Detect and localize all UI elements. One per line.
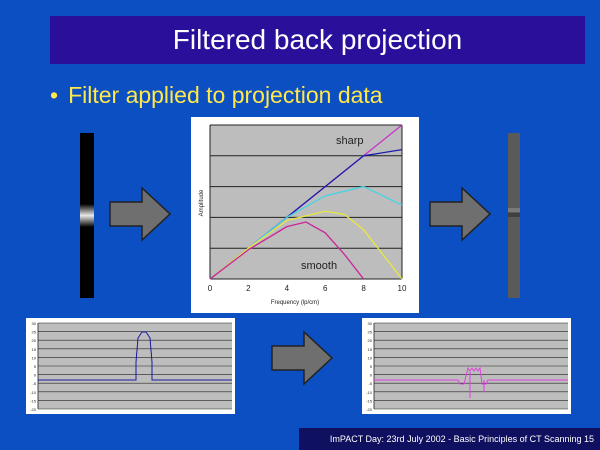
- y-axis-label: Amplitude: [199, 189, 205, 216]
- x-tick-label: 10: [398, 284, 407, 293]
- annotation-sharp: sharp: [336, 135, 364, 147]
- x-tick-label: 6: [323, 284, 328, 293]
- profile-tick-label: 10: [368, 355, 373, 360]
- profile-tick-label: 15: [368, 347, 373, 352]
- filter-curve-5: [209, 221, 365, 280]
- raw-projection-strip: [80, 133, 94, 298]
- profile-tick-label: 20: [32, 338, 37, 343]
- profile-tick-label: -5: [32, 381, 36, 386]
- profile-tick-label: -15: [366, 398, 373, 403]
- x-tick-label: 0: [208, 284, 213, 293]
- x-tick-label: 4: [285, 284, 290, 293]
- profile-tick-label: -20: [30, 407, 37, 412]
- profile-tick-label: 25: [368, 330, 373, 335]
- profile-tick-label: -20: [366, 407, 373, 412]
- footer-text: ImPACT Day: 23rd July 2002 - Basic Princ…: [329, 434, 594, 444]
- profile-tick-label: -10: [366, 390, 373, 395]
- x-axis-label: Frequency (lp/cm): [271, 300, 319, 306]
- profile-tick-label: 20: [368, 338, 373, 343]
- x-tick-label: 8: [361, 284, 366, 293]
- filter-curve-4: [209, 210, 403, 280]
- profile-chart-left: 30 25 20 15 10 5 0 -5 -10 -15 -20: [30, 321, 232, 412]
- arrow-right-icon-1: [109, 186, 172, 242]
- profile-tick-label: 30: [368, 321, 373, 326]
- profile-tick-label: -5: [368, 381, 372, 386]
- slide-title: Filtered back projection: [172, 24, 463, 55]
- annotation-smooth: smooth: [301, 260, 337, 272]
- profile-tick-label: 0: [34, 373, 37, 378]
- title-bar: Filtered back projection: [50, 16, 585, 64]
- footer-bar: ImPACT Day: 23rd July 2002 - Basic Princ…: [299, 428, 600, 450]
- filter-chart: 0 2 4 6 8 10 sharp smooth Frequency (lp/cm) A…: [199, 124, 407, 306]
- bullet-symbol: •: [50, 82, 59, 108]
- profile-panel-right: 30 25 20 15 10 5 0 -5 -10 -15 -20: [362, 318, 571, 414]
- profile-line-right: [374, 366, 568, 385]
- profile-tick-label: 10: [32, 355, 37, 360]
- profile-tick-label: 5: [370, 364, 373, 369]
- profile-tick-label: 0: [370, 373, 373, 378]
- profile-line-left: [38, 331, 232, 381]
- profile-tick-label: -10: [30, 390, 37, 395]
- profile-chart-right: 30 25 20 15 10 5 0 -5 -10 -15 -20: [366, 321, 568, 412]
- profile-tick-label: -15: [30, 398, 37, 403]
- profile-tick-label: 25: [32, 330, 37, 335]
- x-tick-label: 2: [246, 284, 251, 293]
- bullet-text: Filter applied to projection data: [68, 82, 383, 108]
- arrow-right-icon-2: [429, 186, 492, 242]
- arrow-right-icon-3: [271, 330, 334, 386]
- profile-panel-left: 30 25 20 15 10 5 0 -5 -10 -15 -20: [26, 318, 235, 414]
- profile-tick-label: 15: [32, 347, 37, 352]
- profile-tick-label: 5: [34, 364, 37, 369]
- bullet-point: • Filter applied to projection data: [50, 82, 383, 109]
- filter-chart-panel: 0 2 4 6 8 10 sharp smooth Frequency (lp/cm) A…: [191, 117, 419, 313]
- filtered-projection-strip: [508, 133, 520, 298]
- profile-tick-label: 30: [32, 321, 37, 326]
